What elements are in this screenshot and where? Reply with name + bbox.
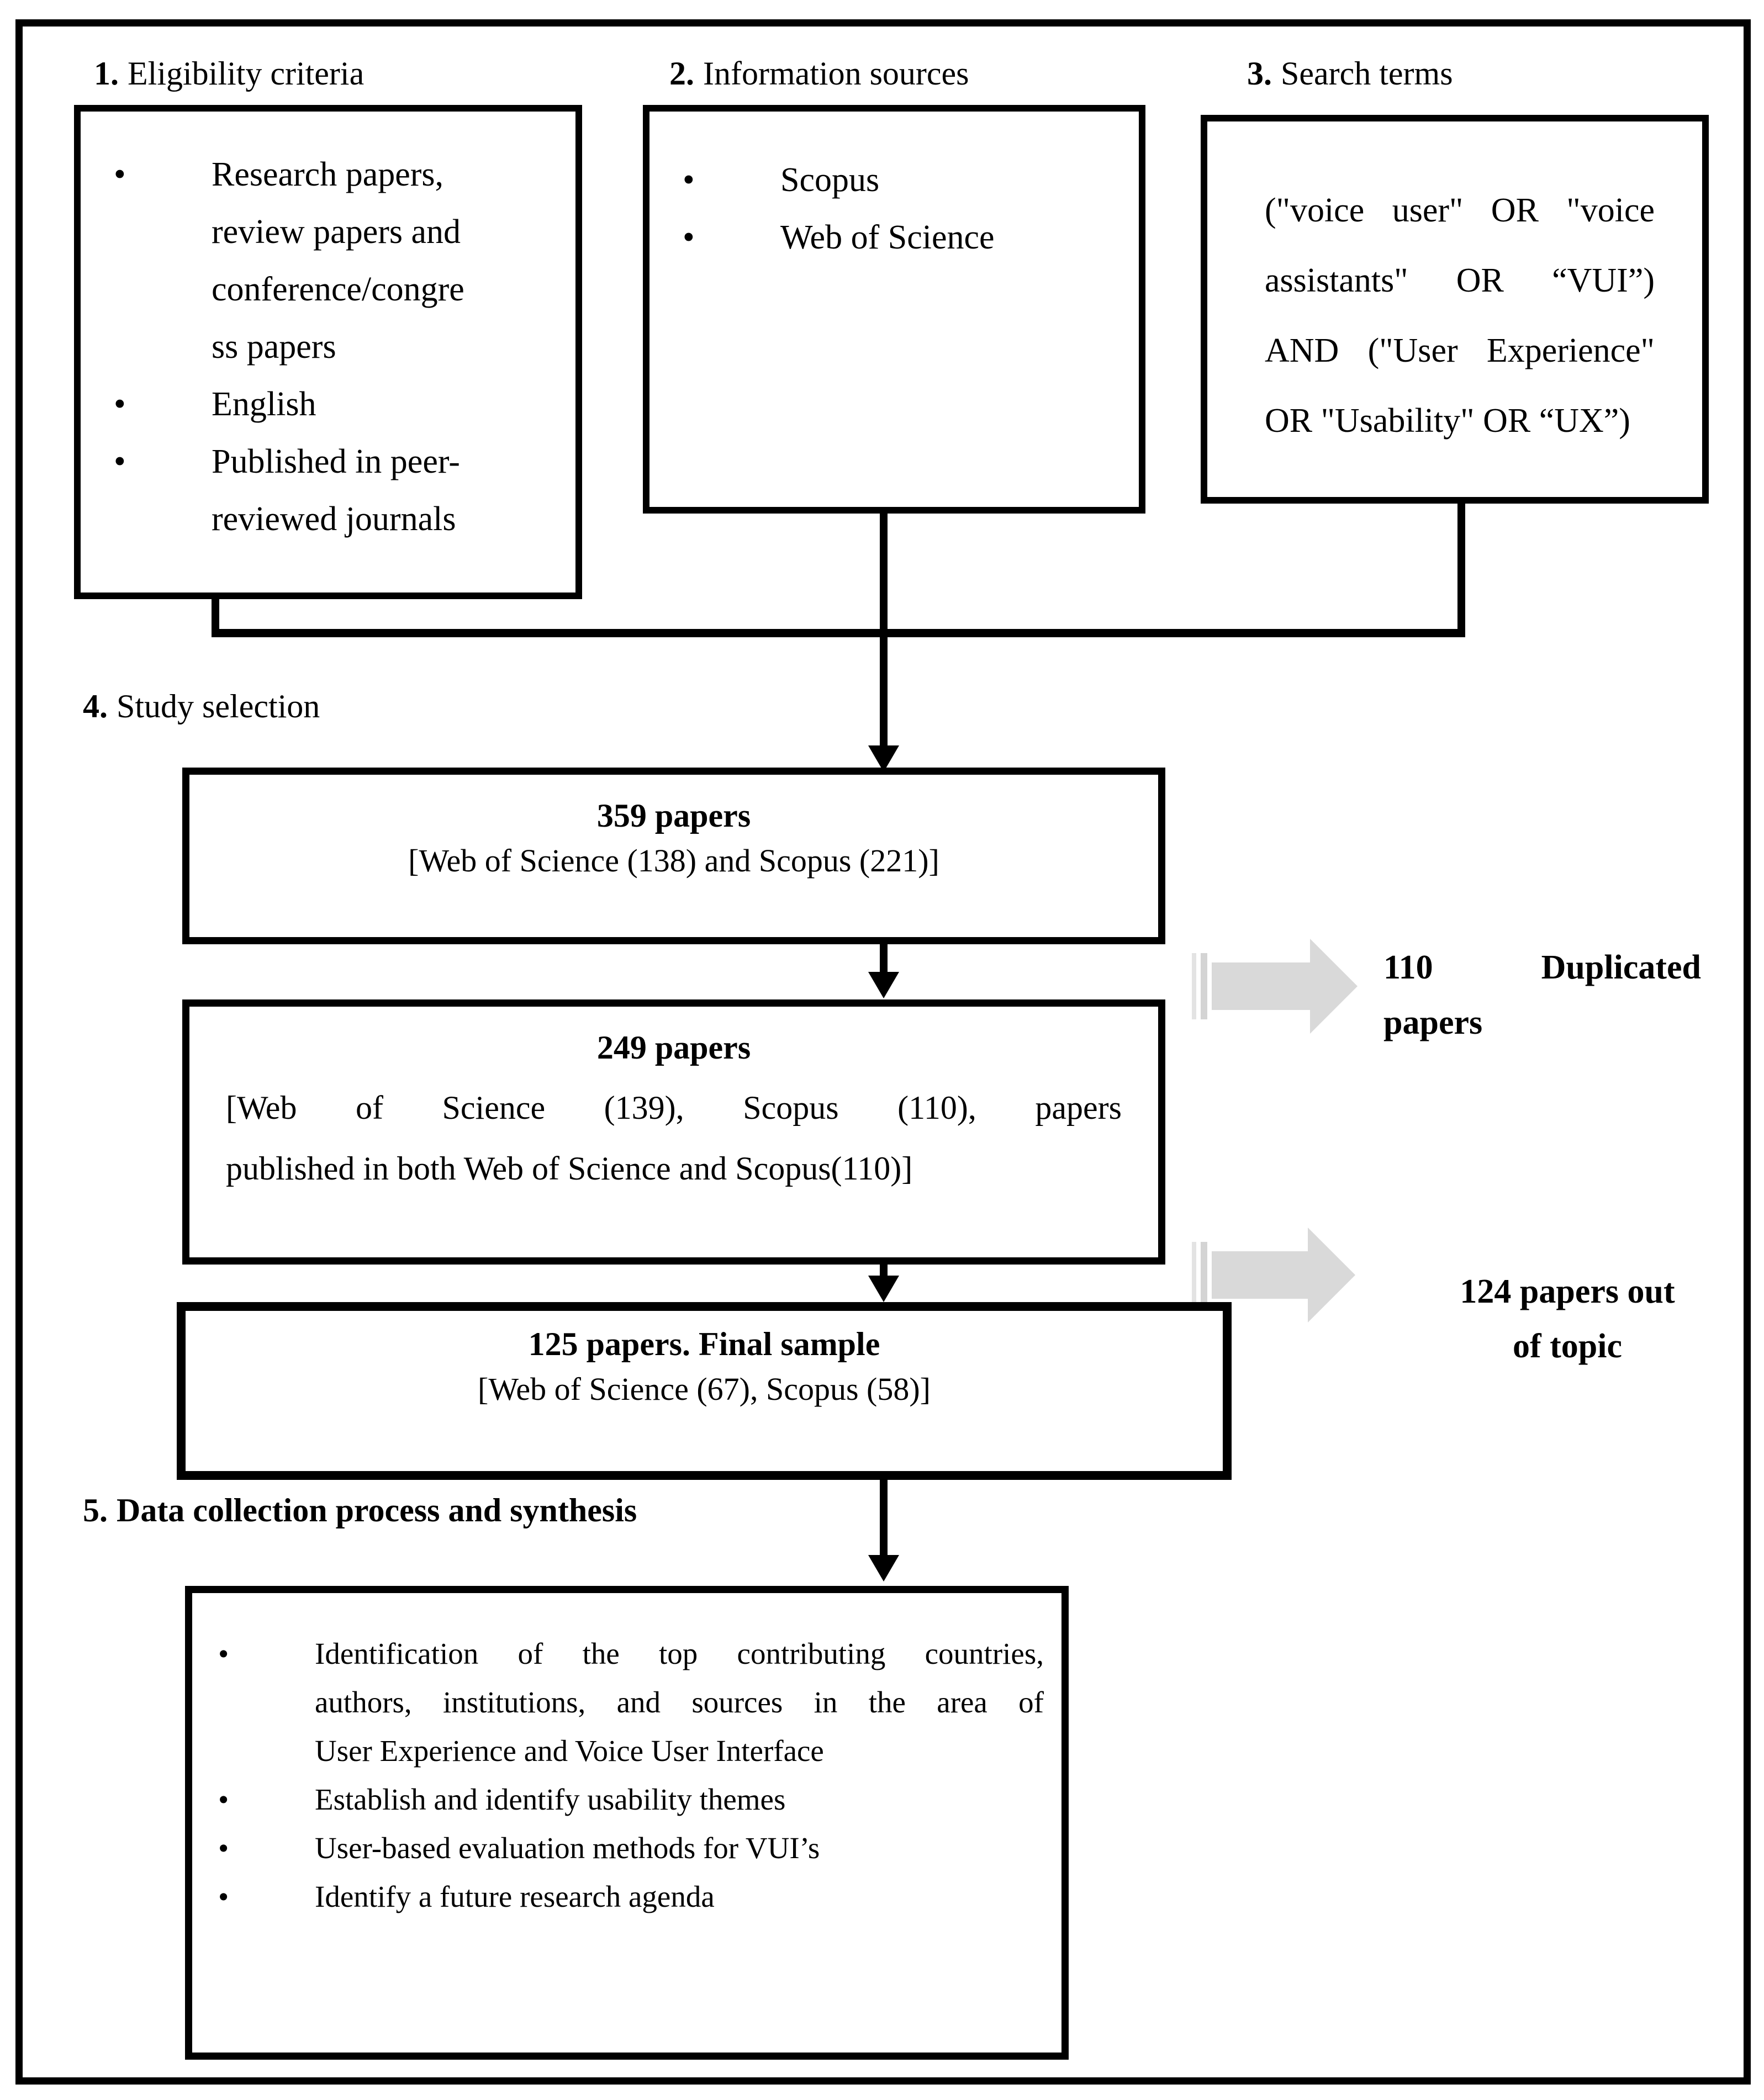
box-title: 249 papers <box>596 1029 751 1066</box>
list-line: review papers and <box>212 213 461 251</box>
arrowhead-down-icon <box>868 1276 899 1302</box>
list-line: ss papers <box>212 328 336 366</box>
eligibility-criteria-box: • Research papers, review papers and con… <box>74 105 582 599</box>
list-item: • Scopus <box>683 151 1117 209</box>
section-number: 4. <box>83 688 108 724</box>
search-terms-box: ("voice user" OR "voice assistants" OR “… <box>1201 115 1709 504</box>
list-line: Research papers, <box>212 156 444 193</box>
papers-359-box: 359 papers [Web of Science (138) and Sco… <box>182 768 1165 944</box>
bullet-icon: • <box>114 156 126 193</box>
box-title: 359 papers <box>596 797 751 834</box>
list-item: • Web of Science <box>683 209 1117 266</box>
list-line: User Experience and Voice User Interface <box>315 1734 824 1768</box>
list-item: • Identification of the top contributing… <box>218 1630 1044 1775</box>
arrowhead-down-icon <box>868 1555 899 1581</box>
section-number: 5. <box>83 1492 108 1528</box>
list-item: • English <box>114 375 542 433</box>
query-line: assistants" OR “VUI”) <box>1265 262 1655 299</box>
section-title: Search terms <box>1281 55 1453 92</box>
gray-arrow-right-icon <box>1310 939 1358 1034</box>
box-detail: [Web of Science (138) and Scopus (221)] <box>408 843 939 879</box>
list-line: reviewed journals <box>212 500 456 538</box>
section-label-data-collection: 5.Data collection process and synthesis <box>83 1490 637 1531</box>
list-line: authors, institutions, and sources in th… <box>315 1685 1044 1719</box>
gray-arrow-out-of-topic-shaft <box>1212 1251 1308 1299</box>
list-item: • Research papers, review papers and con… <box>114 146 542 375</box>
synthesis-box: • Identification of the top contributing… <box>185 1586 1069 2060</box>
query-line: OR "Usability" OR “UX”) <box>1265 402 1630 440</box>
box-detail-line: [Web of Science (139), Scopus (110), pap… <box>226 1089 1122 1126</box>
bullet-icon: • <box>114 385 126 423</box>
list-line: English <box>212 385 316 423</box>
connector-249-125 <box>880 1265 888 1279</box>
box-detail-line: published in both Web of Science and Sco… <box>226 1150 913 1187</box>
list-line: Identification of the top contributing c… <box>315 1637 1044 1670</box>
section-label-search: 3.Search terms <box>1247 53 1453 94</box>
bullet-icon: • <box>683 219 695 256</box>
query-line: ("voice user" OR "voice <box>1265 192 1655 229</box>
gray-arrow-stripe <box>1192 1242 1196 1308</box>
list-line: Scopus <box>780 161 880 199</box>
list-line: Establish and identify usability themes <box>315 1782 786 1816</box>
note-line: papers <box>1383 1004 1483 1041</box>
section-label-sources: 2.Information sources <box>669 53 969 94</box>
list-item: • User-based evaluation methods for VUI’… <box>218 1824 1044 1872</box>
section-title: Study selection <box>117 688 320 724</box>
bullet-icon: • <box>218 1880 229 1913</box>
list-line: Identify a future research agenda <box>315 1880 715 1913</box>
bullet-icon: • <box>683 161 695 199</box>
list-line: conference/congre <box>212 271 464 308</box>
information-sources-box: • Scopus • Web of Science <box>643 105 1145 514</box>
gray-arrow-right-icon <box>1308 1228 1355 1323</box>
connector-125-synthesis <box>880 1480 888 1557</box>
papers-125-box: 125 papers. Final sample [Web of Science… <box>177 1302 1232 1480</box>
note-line: 110 Duplicated <box>1383 949 1701 986</box>
gray-arrow-stripe <box>1201 1242 1207 1308</box>
connector-eligibility-stub <box>212 599 219 633</box>
section-title: Information sources <box>703 55 969 92</box>
note-line: 124 papers out <box>1460 1273 1675 1310</box>
bullet-icon: • <box>218 1637 229 1670</box>
list-line: Web of Science <box>780 219 995 256</box>
list-line: Published in peer- <box>212 443 460 480</box>
section-title: Data collection process and synthesis <box>117 1492 637 1528</box>
box-title: 125 papers. Final sample <box>528 1326 880 1362</box>
list-line: User-based evaluation methods for VUI’s <box>315 1831 820 1865</box>
bullet-icon: • <box>218 1782 229 1816</box>
section-number: 3. <box>1247 55 1272 92</box>
list-item: • Published in peer- reviewed journals <box>114 433 542 548</box>
note-out-of-topic: 124 papers out of topic <box>1413 1265 1722 1374</box>
section-number: 1. <box>94 55 119 92</box>
bullet-icon: • <box>114 443 126 480</box>
note-line: of topic <box>1512 1327 1623 1365</box>
section-title: Eligibility criteria <box>128 55 365 92</box>
connector-horizontal-collector <box>212 629 1465 637</box>
section-label-eligibility: 1.Eligibility criteria <box>94 53 364 94</box>
note-duplicated-papers: 110 Duplicated papers <box>1383 940 1701 1050</box>
connector-359-249 <box>880 944 888 974</box>
section-label-study-selection: 4.Study selection <box>83 686 320 727</box>
outer-frame <box>15 19 1751 2085</box>
gray-arrow-duplicated-shaft <box>1212 962 1310 1010</box>
papers-249-box: 249 papers [Web of Science (139), Scopus… <box>182 999 1165 1265</box>
arrowhead-down-icon <box>868 972 899 998</box>
gray-arrow-stripe <box>1201 953 1207 1019</box>
box-detail: [Web of Science (67), Scopus (58)] <box>478 1371 931 1407</box>
bullet-icon: • <box>218 1831 229 1865</box>
list-item: • Establish and identify usability theme… <box>218 1775 1044 1824</box>
query-line: AND ("User Experience" <box>1265 332 1655 369</box>
list-item: • Identify a future research agenda <box>218 1872 1044 1921</box>
connector-main-shaft <box>880 514 888 748</box>
connector-search-stub <box>1457 504 1465 637</box>
gray-arrow-stripe <box>1192 953 1196 1019</box>
section-number: 2. <box>669 55 694 92</box>
